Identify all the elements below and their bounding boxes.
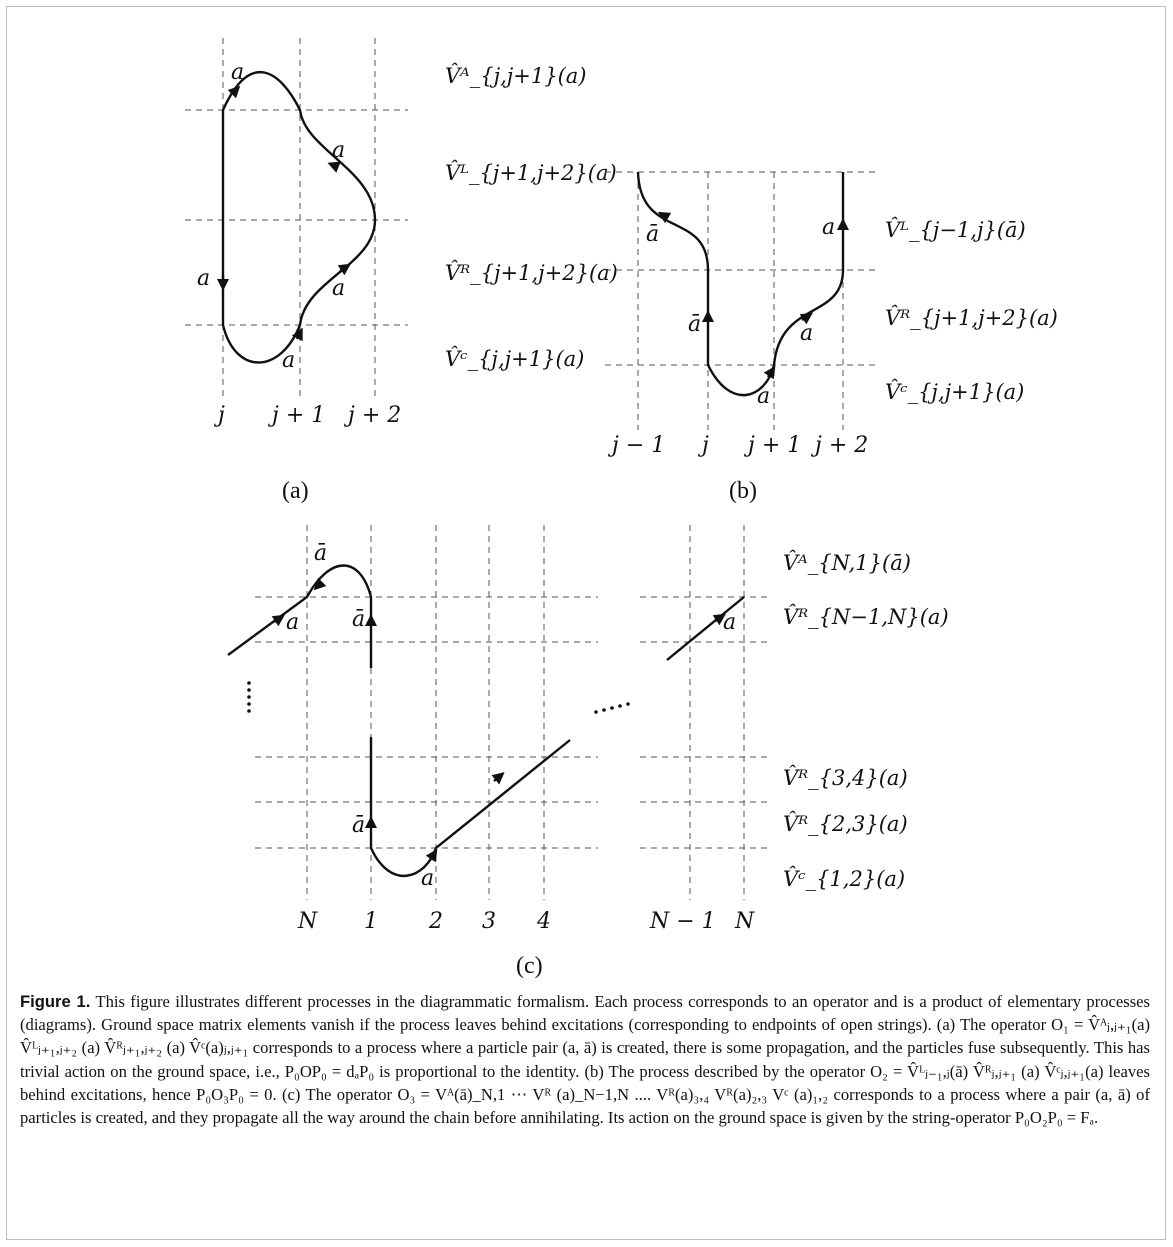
panel-a-col-label: j + 1 [267, 403, 325, 428]
panel-b-operator: V̂ᴿ_{j+1,j+2}(a) [885, 306, 1058, 330]
panel-a-col-label: j + 2 [343, 403, 401, 428]
figure-frame [6, 6, 1166, 1240]
caption-text: This figure illustrates different proces… [20, 992, 1150, 1128]
panel-a-operator: V̂ᴬ_{j,j+1}(a) [445, 64, 587, 88]
panel-c-operator: V̂ᴿ_{3,4}(a) [783, 766, 908, 790]
panel-c-col-label: 1 [364, 909, 378, 934]
panel-b-col-label: j + 1 [743, 433, 801, 458]
panel-b-operator: V̂ᶜ_{j,j+1}(a) [885, 380, 1024, 404]
panel-b-grid [605, 171, 878, 430]
panel-a-edge-label: a [332, 138, 345, 163]
panel-b-col-label: j [697, 433, 709, 458]
panel-c-col-label: N − 1 [649, 909, 716, 934]
panel-a-sub-label: (a) [282, 478, 309, 504]
panel-b-edge-label: a [822, 215, 835, 240]
panel-b: ā a ā a a j − 1 j j + 1 j + 2 (b) V̂ᴸ_{j… [605, 171, 1058, 504]
panel-c-sub-label: (c) [516, 953, 543, 979]
panel-c-col-label: 4 [536, 909, 551, 934]
panel-c-edge-label: a [286, 610, 299, 635]
panel-a-edge-label: a [231, 60, 244, 85]
figure-diagrams: a a a a a j j + 1 j + 2 (a) V̂ᴬ_{j,j+1}(… [185, 38, 1058, 979]
panel-c-col-label: N [734, 909, 755, 934]
figure-label: Figure 1. [20, 992, 91, 1011]
panel-c-edge-label: ā [352, 607, 365, 632]
panel-c-edge-label: ā [352, 813, 365, 838]
panel-c-operator: V̂ᶜ_{1,2}(a) [783, 867, 905, 891]
figure-caption: Figure 1. This figure illustrates differ… [20, 990, 1150, 1129]
panel-b-process-path [636, 171, 849, 397]
panel-c-col-label: 2 [428, 909, 443, 934]
panel-c-ellipsis-vertical [247, 681, 251, 713]
panel-a-operator: V̂ᴿ_{j+1,j+2}(a) [445, 261, 618, 285]
panel-c-operator: V̂ᴿ_{N−1,N}(a) [783, 605, 949, 629]
panel-c-col-label: 3 [482, 909, 496, 934]
panel-b-col-label: j + 2 [810, 433, 868, 458]
panel-c-edge-label: a [723, 610, 736, 635]
panel-b-edge-label: ā [688, 312, 701, 337]
panel-a-col-label: j [213, 403, 225, 428]
panel-c-edge-label: a [421, 866, 434, 891]
panel-a: a a a a a j j + 1 j + 2 (a) V̂ᴬ_{j,j+1}(… [185, 38, 618, 504]
panel-a-edge-label: a [197, 266, 210, 291]
panel-a-operator: V̂ᶜ_{j,j+1}(a) [445, 347, 584, 371]
panel-c: ā a ā a ā a N 1 2 3 4 N − 1 N (c) V̂ᴬ_{N… [227, 525, 949, 979]
panel-b-col-label: j − 1 [607, 433, 665, 458]
panel-c-operator: V̂ᴬ_{N,1}(ā) [783, 551, 911, 575]
panel-a-edge-label: a [332, 276, 345, 301]
panel-b-operator: V̂ᴸ_{j−1,j}(ā) [885, 218, 1026, 242]
panel-b-edge-label: ā [646, 222, 659, 247]
panel-c-operator: V̂ᴿ_{2,3}(a) [783, 812, 908, 836]
panel-c-process-path [227, 564, 745, 878]
panel-c-edge-label: ā [314, 541, 327, 566]
panel-b-sub-label: (b) [729, 478, 757, 504]
panel-c-col-label: N [297, 909, 318, 934]
panel-a-edge-label: a [282, 348, 295, 373]
panel-c-ellipsis-diagonal [594, 702, 630, 714]
panel-a-process-path [217, 70, 377, 364]
panel-c-grid [255, 525, 768, 900]
panel-b-edge-label: a [800, 321, 813, 346]
panel-b-edge-label: a [757, 384, 770, 409]
panel-a-operator: V̂ᴸ_{j+1,j+2}(a) [445, 161, 617, 185]
